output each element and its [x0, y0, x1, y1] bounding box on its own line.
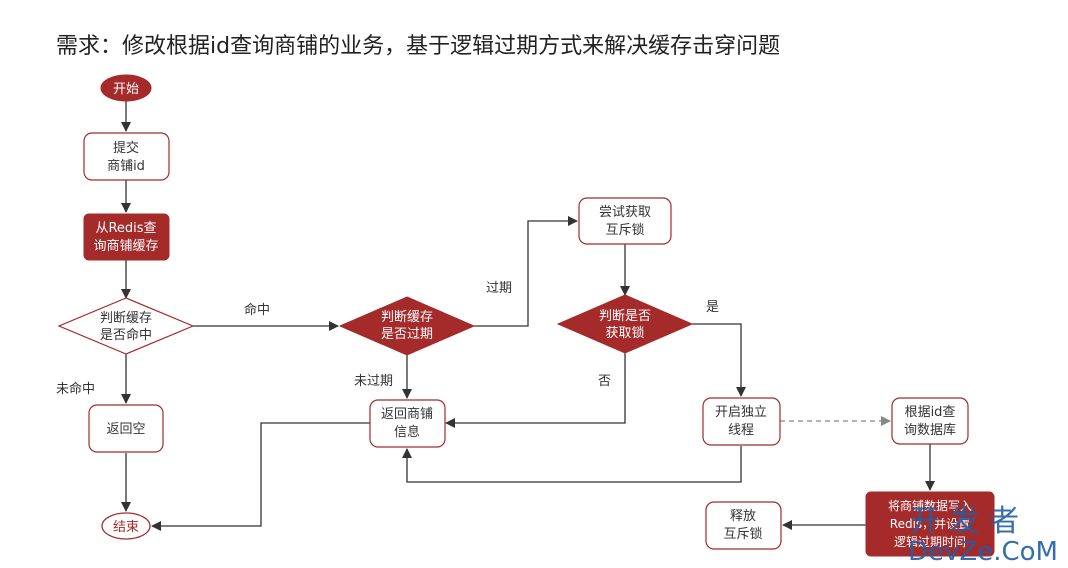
node-try-lock-line2: 互斥锁 [605, 222, 644, 238]
node-redis-query-line1: 从Redis查 [95, 221, 156, 236]
node-write-redis-line2: Redis，并设置 [890, 517, 970, 531]
node-submit-line1: 提交 [113, 140, 139, 156]
node-return-info-line1: 返回商铺 [381, 407, 433, 422]
node-return-info: 返回商铺 信息 [369, 399, 446, 448]
label-hit: 命中 [244, 302, 270, 318]
node-write-redis-line1: 将商铺数据写入 [888, 498, 972, 513]
edges [121, 101, 935, 531]
label-no: 否 [598, 374, 611, 389]
label-miss: 未命中 [56, 381, 95, 397]
node-release-lock-line1: 释放 [730, 509, 756, 524]
node-release-lock: 释放 互斥锁 [705, 501, 782, 550]
node-redis-query-line2: 询商铺缓存 [93, 239, 158, 254]
node-return-empty: 返回空 [88, 404, 164, 453]
label-not-expired: 未过期 [354, 374, 393, 389]
node-expire-check: 判断缓存 是否过期 [338, 296, 476, 356]
node-hit-check: 判断缓存 是否命中 [57, 297, 195, 355]
label-expired: 过期 [486, 281, 512, 296]
node-end-label: 结束 [113, 520, 139, 535]
node-return-info-line2: 信息 [394, 424, 420, 440]
node-new-thread-line2: 线程 [728, 423, 754, 438]
page-title: 需求：修改根据id查询商铺的业务，基于逻辑过期方式来解决缓存击穿问题 [56, 34, 781, 59]
node-expire-check-line1: 判断缓存 [381, 310, 433, 325]
edge-expire-trylock [474, 216, 578, 327]
node-new-thread: 开启独立 线程 [702, 397, 781, 446]
node-hit-check-line2: 是否命中 [100, 327, 152, 343]
node-expire-check-line2: 是否过期 [381, 327, 433, 342]
node-redis-query: 从Redis查 询商铺缓存 [83, 213, 170, 261]
node-lock-check: 判断是否 获取锁 [556, 294, 694, 354]
node-lock-check-line2: 获取锁 [605, 325, 644, 341]
node-lock-check-line1: 判断是否 [599, 309, 651, 324]
watermark-line1: 开 发 者 [910, 504, 1019, 539]
edge-newthread-returninfo [402, 446, 742, 483]
watermark: 开 发 者 DevZe.CoM [908, 504, 1058, 567]
node-release-lock-line2: 互斥锁 [723, 526, 762, 542]
label-yes: 是 [706, 300, 719, 315]
node-start: 开始 [100, 74, 152, 102]
node-end: 结束 [101, 512, 151, 540]
node-start-label: 开始 [113, 82, 139, 97]
node-write-redis-line3: 逻辑过期时间 [894, 535, 966, 549]
node-submit-line2: 商铺id [107, 159, 145, 174]
node-new-thread-line1: 开启独立 [715, 405, 767, 420]
edge-lockcheck-returninfo [445, 353, 626, 428]
node-return-empty-label: 返回空 [106, 422, 145, 437]
node-db-query-line1: 根据id查 [905, 405, 956, 420]
node-hit-check-line1: 判断缓存 [100, 311, 152, 326]
node-submit: 提交 商铺id [83, 132, 170, 181]
node-try-lock: 尝试获取 互斥锁 [578, 197, 672, 245]
watermark-line2: DevZe.CoM [908, 537, 1058, 567]
node-db-query: 根据id查 询数据库 [891, 397, 969, 445]
node-write-redis: 将商铺数据写入 Redis，并设置 逻辑过期时间 [865, 491, 995, 557]
node-db-query-line2: 询数据库 [904, 422, 956, 438]
edge-returninfo-end [151, 422, 370, 531]
node-try-lock-line1: 尝试获取 [599, 205, 651, 220]
edge-lockcheck-newthread [692, 323, 746, 397]
